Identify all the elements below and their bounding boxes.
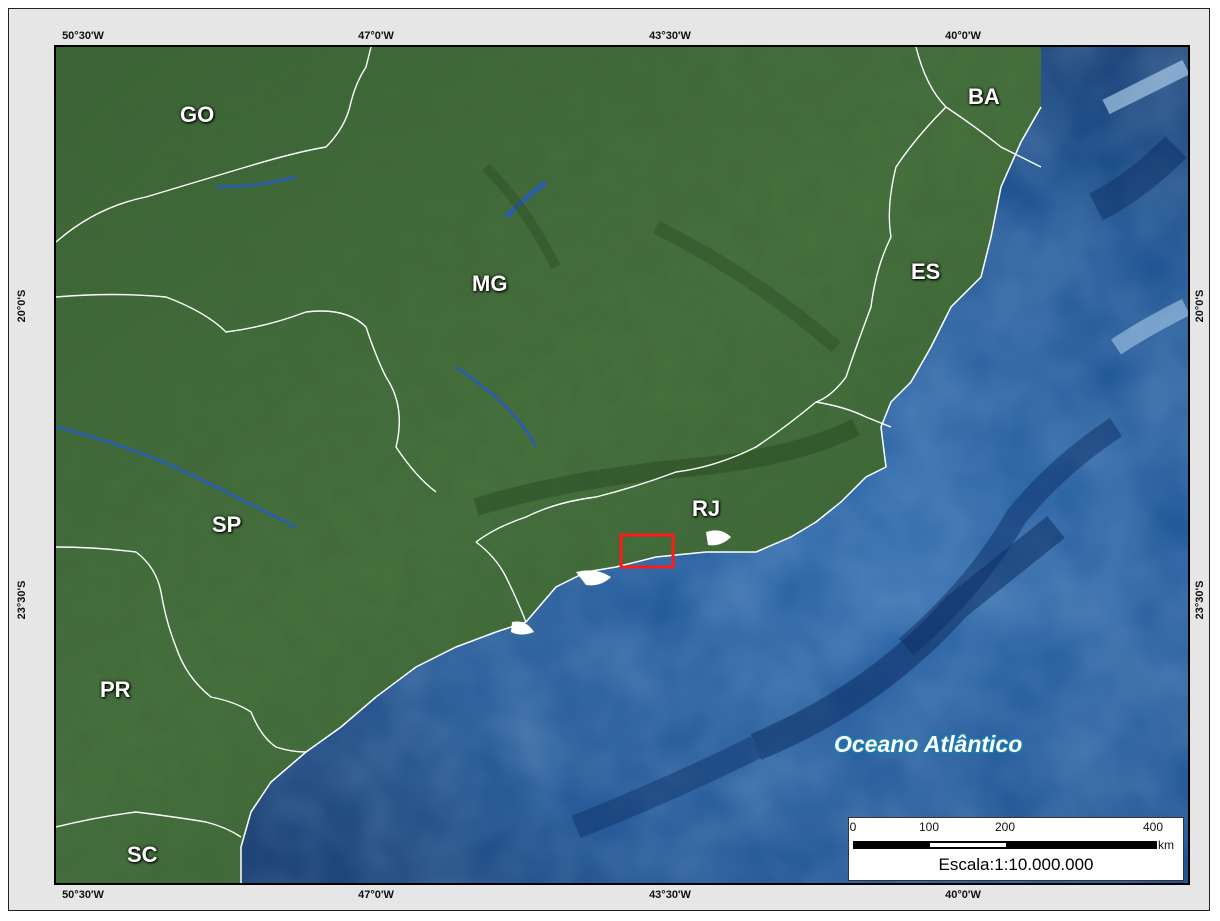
map-canvas[interactable]: GO BA MG ES SP RJ PR SC Oceano Atlântico… xyxy=(54,45,1190,885)
ocean-label: Oceano Atlântico xyxy=(834,731,1023,757)
graticule-top-lon-4: 40°0'W xyxy=(945,30,981,42)
scale-ratio: 1:10.000.000 xyxy=(994,855,1094,874)
scale-tick-400: 400 xyxy=(1142,820,1164,834)
graticule-bottom-lon-4: 40°0'W xyxy=(945,889,981,901)
state-label-mg: MG xyxy=(472,271,508,296)
scale-tick-0: 0 xyxy=(849,820,857,834)
graticule-left-lat-2: 23°30'S xyxy=(16,580,28,620)
state-label-rj: RJ xyxy=(692,496,721,521)
study-area-box xyxy=(619,533,675,569)
state-label-sc: SC xyxy=(127,842,158,867)
state-label-ba: BA xyxy=(968,84,1000,109)
scale-unit: km xyxy=(1158,838,1174,852)
scale-tick-100: 100 xyxy=(918,820,940,834)
scale-tick-200: 200 xyxy=(994,820,1016,834)
coastline xyxy=(240,106,1042,883)
scale-label: Escala: xyxy=(938,855,995,874)
scale-bar-white-segment xyxy=(930,843,1006,847)
state-label-es: ES xyxy=(911,259,941,284)
state-label-sp: SP xyxy=(212,512,242,537)
graticule-top-lon-1: 50°30'W xyxy=(62,30,104,42)
scale-bar xyxy=(853,841,1157,849)
graticule-right-lat-1: 20°0'S xyxy=(1194,289,1206,323)
state-borders xyxy=(56,47,1042,838)
graticule-bottom-lon-1: 50°30'W xyxy=(62,889,104,901)
state-label-pr: PR xyxy=(100,677,131,702)
graticule-left-lat-1: 20°0'S xyxy=(16,289,28,323)
graticule-top-lon-2: 47°0'W xyxy=(358,30,394,42)
graticule-bottom-lon-3: 43°30'W xyxy=(649,889,691,901)
state-label-go: GO xyxy=(180,102,215,127)
graticule-bottom-lon-2: 47°0'W xyxy=(358,889,394,901)
satellite-map xyxy=(56,47,1188,883)
scale-text: Escala:1:10.000.000 xyxy=(849,855,1183,875)
scale-bar-box: 0 100 200 400 km Escala:1:10.000.000 xyxy=(848,817,1184,881)
graticule-top-lon-3: 43°30'W xyxy=(649,30,691,42)
graticule-right-lat-2: 23°30'S xyxy=(1194,580,1206,620)
coastal-islands xyxy=(511,530,731,635)
